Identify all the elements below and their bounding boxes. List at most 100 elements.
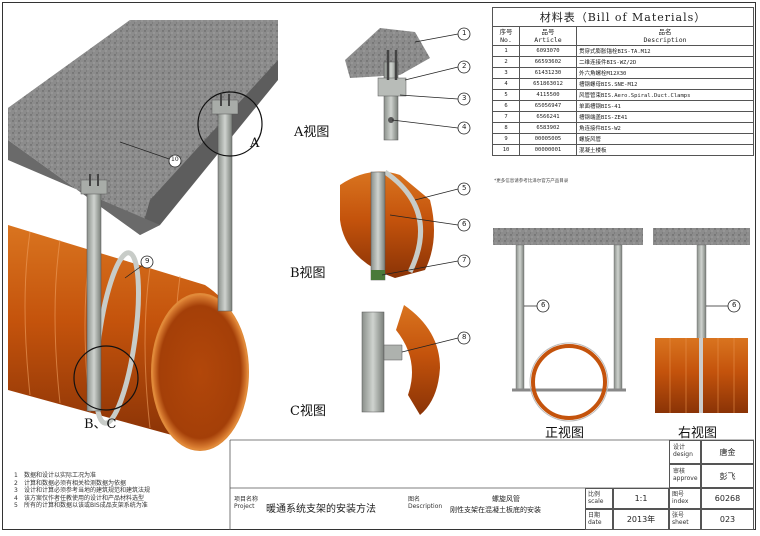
- bom-cell-article: 4115500: [519, 89, 577, 101]
- detail-view-a: [345, 27, 471, 141]
- bom-title: 材料表（Bill of Materials）: [492, 7, 754, 27]
- bom-footnote: *更多信息请参考比泽尔官方产品目录: [494, 179, 569, 184]
- approve-value: 彭飞: [701, 464, 754, 488]
- bom-cell-desc: 单面槽钢BIS-41: [576, 100, 754, 112]
- callout-5: [457, 182, 471, 196]
- hanger-right: [217, 105, 233, 312]
- note-text: 所有的计算和数据以该或BIS成品支架系统为准: [24, 502, 148, 509]
- right-view-label: 右视图: [678, 426, 718, 441]
- callout-8: [457, 331, 471, 345]
- bom-cell-no: 4: [492, 78, 520, 90]
- index-value: 60268: [701, 488, 754, 509]
- front-view: [493, 228, 643, 422]
- bom-cell-no: 9: [492, 133, 520, 145]
- bom-cell-article: 6093070: [519, 45, 577, 57]
- callout-label-7: 7: [462, 256, 467, 264]
- bom-cell-desc: 螺旋风管: [576, 133, 754, 145]
- note-text: 计算和数据必须有相关检测数据为依据: [24, 479, 127, 487]
- callout-4: [457, 121, 471, 135]
- detail-circle-a: [197, 91, 263, 157]
- callout-label-3: 3: [462, 94, 467, 102]
- callout-a-label: A: [250, 136, 260, 151]
- bom-cell-no: 6: [492, 100, 520, 112]
- bom-cell-desc: 风管管束BIS.Aero.Spiral.Duct.Clamps: [576, 89, 754, 101]
- description-line2: 刚性支架在混凝土板底的安装: [450, 506, 541, 514]
- main-3d-view: [8, 20, 278, 451]
- note-item: 1 数据和设计以实际工况为准: [14, 472, 150, 480]
- view-a-label: A视图: [294, 125, 330, 140]
- callout-10: [168, 154, 182, 168]
- bom-cell-no: 3: [492, 67, 520, 79]
- project-name: 暖通系统支架的安装方法: [266, 504, 376, 515]
- bom-cell-no: 1: [492, 45, 520, 57]
- bom-cell-desc: 角连接件BIS-W2: [576, 122, 754, 134]
- callout-1: [457, 27, 471, 41]
- slab-front: [493, 228, 643, 245]
- callout-label-2: 2: [462, 62, 467, 70]
- detail-view-b: [340, 169, 471, 281]
- bom-cell-desc: 槽钢螺母BIS.SNE-M12: [576, 78, 754, 90]
- bom-cell-article: 651863012: [519, 78, 577, 90]
- callout-label-6: 6: [462, 220, 467, 228]
- date-value: 2013年: [613, 509, 669, 530]
- bom-cell-article: 66593602: [519, 56, 577, 68]
- note-number: 1: [14, 472, 18, 479]
- callout-label-6-front: 6: [541, 301, 546, 309]
- bom-cell-article: 65056947: [519, 100, 577, 112]
- note-number: 3: [14, 487, 18, 494]
- bom-cell-no: 2: [492, 56, 520, 68]
- duct-opening: [151, 293, 249, 451]
- note-text: 数据和设计以实际工况为准: [24, 472, 97, 479]
- bom-cell-no: 10: [492, 144, 520, 156]
- bom-cell-article: 00000001: [519, 144, 577, 156]
- design-value: 唐金: [701, 440, 754, 464]
- bom-cell-article: 61431230: [519, 67, 577, 79]
- callout-6-front: [536, 299, 550, 313]
- callout-2: [457, 60, 471, 74]
- front-view-label: 正视图: [545, 426, 585, 441]
- bom-cell-article: 6583902: [519, 122, 577, 134]
- view-c-label: C视图: [290, 404, 326, 419]
- bom-cell-no: 7: [492, 111, 520, 123]
- detail-circle-bc: [73, 345, 139, 411]
- hanger-left: [86, 185, 102, 412]
- scale-value: 1:1: [613, 488, 669, 509]
- note-item: 5 所有的计算和数据以该或BIS成品支架系统为准: [14, 502, 150, 510]
- note-number: 5: [14, 502, 18, 509]
- bom-cell-desc: 外六角螺栓M12X30: [576, 67, 754, 79]
- right-side-view: [653, 228, 750, 413]
- note-text: 该方案仅作者任教使用的设计和产品材料选型: [24, 494, 145, 502]
- callout-label-1: 1: [462, 29, 467, 37]
- callout-3: [457, 92, 471, 106]
- drawing-frame: [2, 2, 756, 530]
- callout-6: [457, 218, 471, 232]
- callout-label-9: 9: [145, 257, 150, 265]
- detail-view-c: [361, 305, 471, 415]
- callout-label-4: 4: [462, 123, 467, 131]
- callout-label-5: 5: [462, 184, 467, 192]
- note-number: 4: [14, 494, 18, 502]
- callout-label-8: 8: [462, 333, 467, 341]
- bom-cell-article: 00005005: [519, 133, 577, 145]
- callout-6-right: [727, 299, 741, 313]
